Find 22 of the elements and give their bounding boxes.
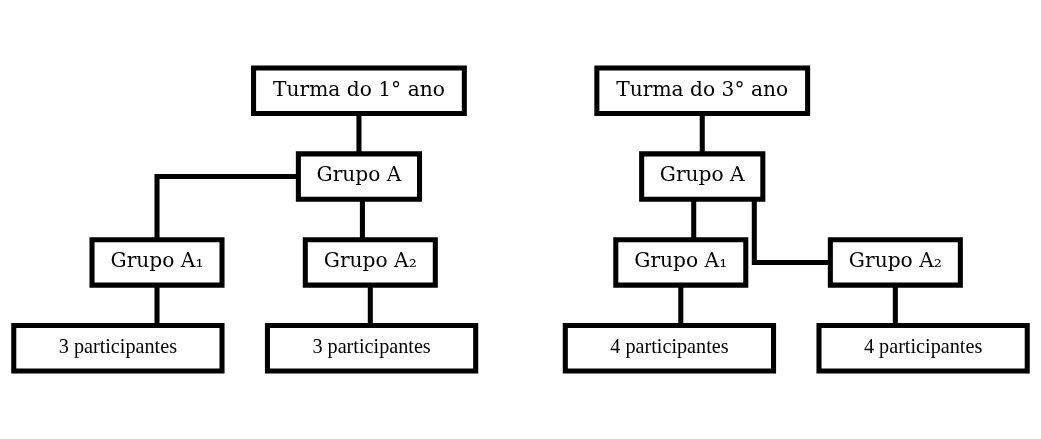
node-box: Turma do 1° ano <box>251 65 467 116</box>
node-box: 4 participantes <box>562 323 777 374</box>
node-box: Grupo A₂ <box>302 237 438 288</box>
node-box: 4 participantes <box>816 323 1030 374</box>
connector <box>154 174 299 240</box>
connector <box>359 199 365 240</box>
connector <box>356 113 362 154</box>
connector <box>678 285 684 326</box>
connector <box>691 199 697 240</box>
node-box: Grupo A₂ <box>827 237 963 288</box>
node-box: Grupo A₁ <box>89 237 225 288</box>
node-box: Turma do 3° ano <box>594 65 811 116</box>
node-box: 3 participantes <box>264 323 479 374</box>
node-box: Grupo A <box>295 151 423 202</box>
connector <box>892 285 898 326</box>
node-box: Grupo A₁ <box>613 237 749 288</box>
connector <box>751 199 831 265</box>
node-box: 3 participantes <box>11 323 225 374</box>
connector <box>699 113 705 154</box>
node-box: Grupo A <box>639 151 766 202</box>
connector <box>367 285 373 326</box>
connector <box>154 285 160 326</box>
